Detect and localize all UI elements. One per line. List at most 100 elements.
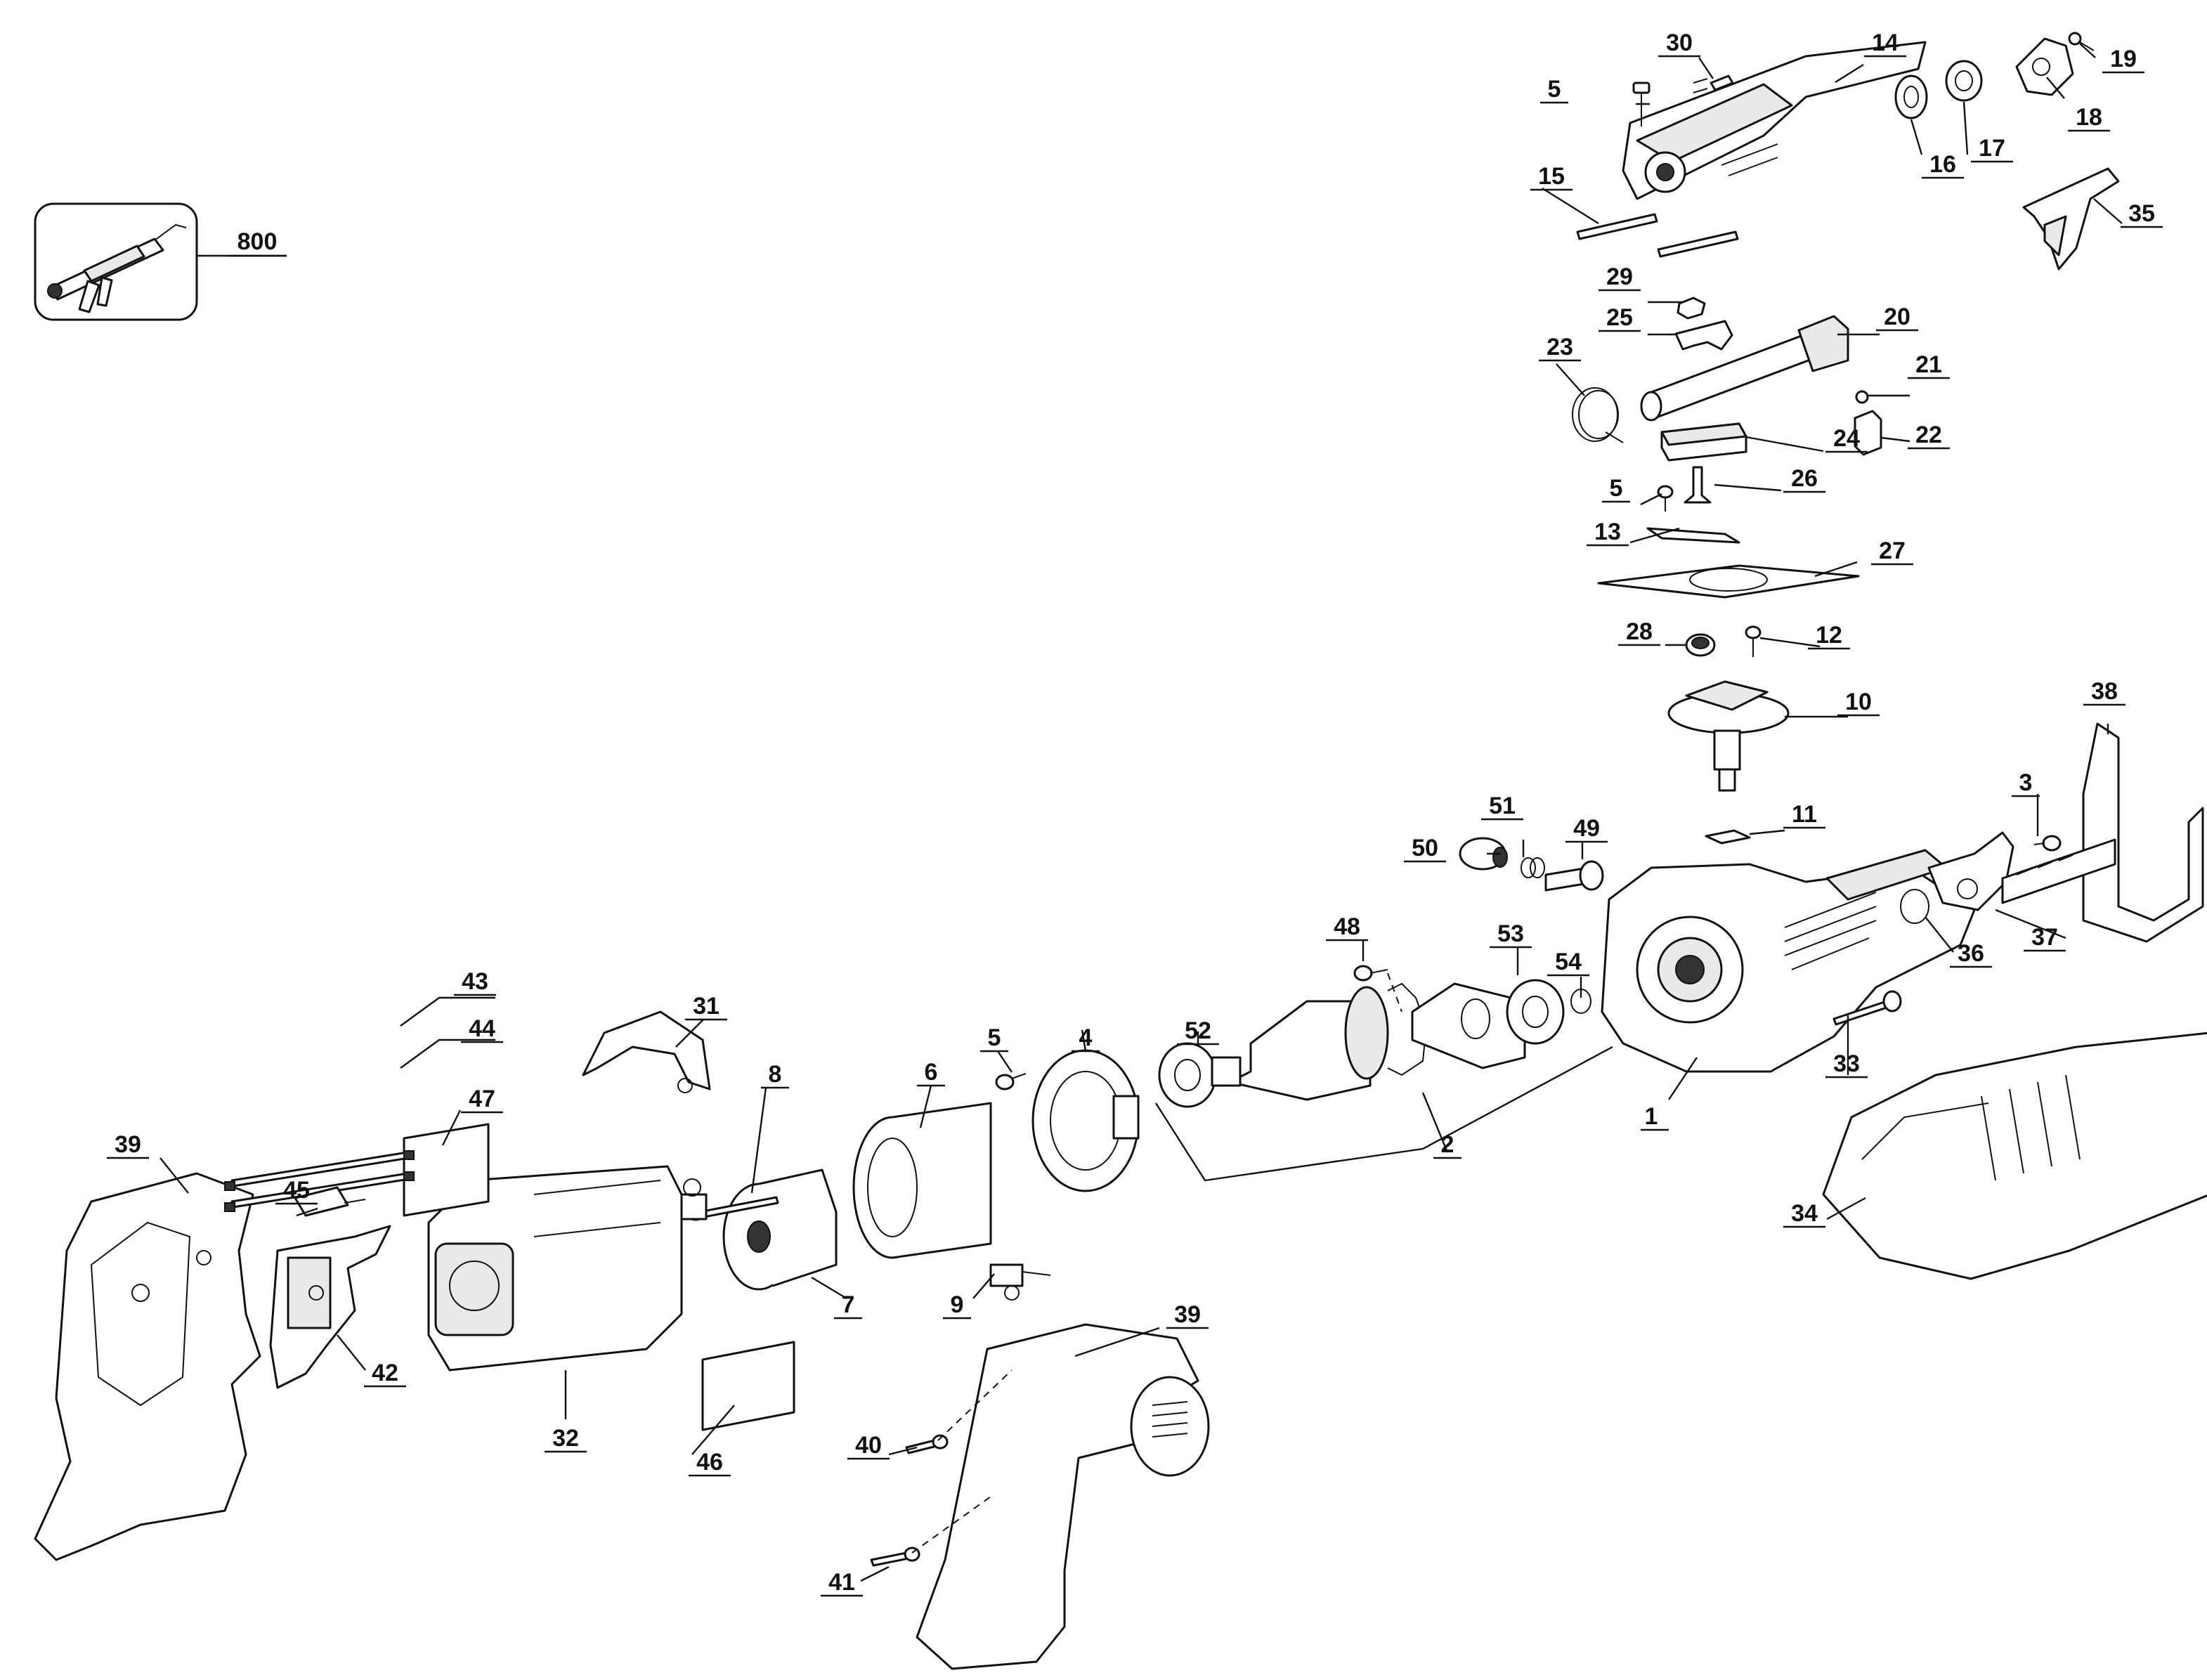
part-label: 36 (1958, 940, 1984, 967)
guard-35 (2022, 167, 2120, 271)
lever-22 (1854, 410, 1882, 456)
washer-16 (1894, 74, 1928, 119)
part-label: 48 (1334, 913, 1360, 940)
part-label: 16 (1929, 151, 1956, 178)
nut-48 (1353, 965, 1388, 982)
part-label: 37 (2031, 924, 2058, 951)
rod-43 (224, 1150, 415, 1191)
part-label: 30 (1666, 30, 1693, 56)
part-label: 2 (1441, 1131, 1454, 1158)
lever-37 (1927, 831, 2014, 911)
baffle-plate (1411, 982, 1526, 1069)
inset-label-800: 800 (237, 228, 278, 255)
pin-26 (1684, 466, 1712, 504)
part-label: 52 (1185, 1017, 1211, 1044)
part-label: 19 (2110, 46, 2137, 72)
part-label: 32 (552, 1425, 579, 1452)
dashed-leader-48 (1387, 972, 1402, 1012)
washer-17 (1945, 60, 1983, 102)
gear-housing-cover-14 (1622, 41, 1927, 200)
part-label: 12 (1816, 622, 1842, 649)
part-label: 1 (1645, 1103, 1658, 1130)
part-label: 29 (1606, 263, 1633, 290)
part-label: 14 (1872, 30, 1899, 56)
part-label: 33 (1833, 1050, 1860, 1077)
rod-44 (224, 1171, 415, 1212)
part-label: 4 (1079, 1024, 1093, 1051)
part-label: 38 (2091, 678, 2118, 705)
bearing-50 (1459, 837, 1508, 871)
dashed-leader-41 (911, 1496, 991, 1554)
shoe-38 (2001, 722, 2204, 943)
screw-41 (870, 1546, 920, 1567)
screw-5-lower (995, 1073, 1027, 1090)
part-label: 40 (855, 1432, 882, 1459)
handle-half-right-39 (916, 1323, 1210, 1670)
ball-21 (1855, 390, 1869, 404)
part-label: 49 (1573, 815, 1600, 842)
plunger-20 (1640, 315, 1849, 422)
part-label: 39 (1174, 1301, 1201, 1328)
screw-5-mid (1657, 485, 1674, 512)
part-label: 20 (1884, 304, 1910, 330)
part-label: 17 (1979, 135, 2005, 162)
bushing-28 (1685, 633, 1716, 657)
connector-45 (294, 1186, 366, 1217)
part-label: 28 (1626, 618, 1653, 645)
part-label: 18 (2076, 104, 2102, 131)
housing-cap-31 (582, 1010, 711, 1093)
part-label: 41 (828, 1569, 855, 1596)
part-label: 35 (2128, 200, 2155, 227)
part-label: 22 (1915, 422, 1942, 448)
pin-30 (1693, 74, 1734, 93)
clip-11 (1705, 829, 1751, 845)
part-label: 24 (1833, 425, 1860, 452)
part-label: 46 (696, 1449, 723, 1476)
part-label: 44 (469, 1015, 495, 1042)
part-label: 26 (1791, 465, 1818, 492)
caulking-gun-icon (47, 223, 187, 313)
fan-7 (722, 1168, 838, 1291)
label-46 (701, 1341, 795, 1431)
boot-34 (1822, 1031, 2207, 1280)
part-label: 42 (372, 1360, 398, 1386)
spring-51 (1521, 857, 1545, 878)
part-label: 5 (1548, 76, 1561, 103)
part-label: 54 (1555, 949, 1582, 975)
wobble-plate-10 (1667, 680, 1790, 792)
inset-800 (34, 202, 287, 321)
part-labels: 1 2 3 4 5 5 5 6 7 8 9 10 11 12 13 14 15 … (107, 30, 2163, 1597)
screw-19 (2068, 32, 2095, 51)
bearing-53 (1506, 979, 1565, 1045)
pin-49 (1544, 860, 1604, 892)
gear-case-1 (1601, 849, 1976, 1073)
spring-23 (1572, 387, 1624, 443)
part-label: 11 (1792, 801, 1817, 828)
brush-9 (989, 1263, 1051, 1301)
part-label: 27 (1879, 538, 1906, 564)
dashed-leader-40 (937, 1369, 1013, 1441)
part-label: 47 (469, 1086, 495, 1112)
callout-leaders (159, 43, 2123, 1582)
part-label: 10 (1845, 689, 1872, 715)
part-label: 5 (1610, 475, 1623, 502)
armature-2 (1211, 982, 1428, 1101)
part-label: 13 (1594, 519, 1621, 545)
part-label: 6 (925, 1059, 938, 1086)
part-label: 15 (1538, 163, 1565, 190)
part-label: 51 (1489, 793, 1516, 819)
ring-36 (1900, 889, 1929, 924)
part-label: 5 (988, 1024, 1001, 1051)
rods-15 (1576, 213, 1739, 258)
nut-29 (1677, 297, 1706, 320)
screw-12 (1745, 625, 1762, 657)
screw-3 (2033, 835, 2062, 852)
clamp-25 (1674, 320, 1733, 351)
part-label: 39 (115, 1131, 141, 1158)
part-label: 45 (283, 1177, 310, 1204)
part-label: 31 (693, 993, 720, 1020)
part-label: 8 (769, 1061, 782, 1088)
magnet-6 (852, 1102, 992, 1259)
block-24 (1660, 422, 1747, 462)
